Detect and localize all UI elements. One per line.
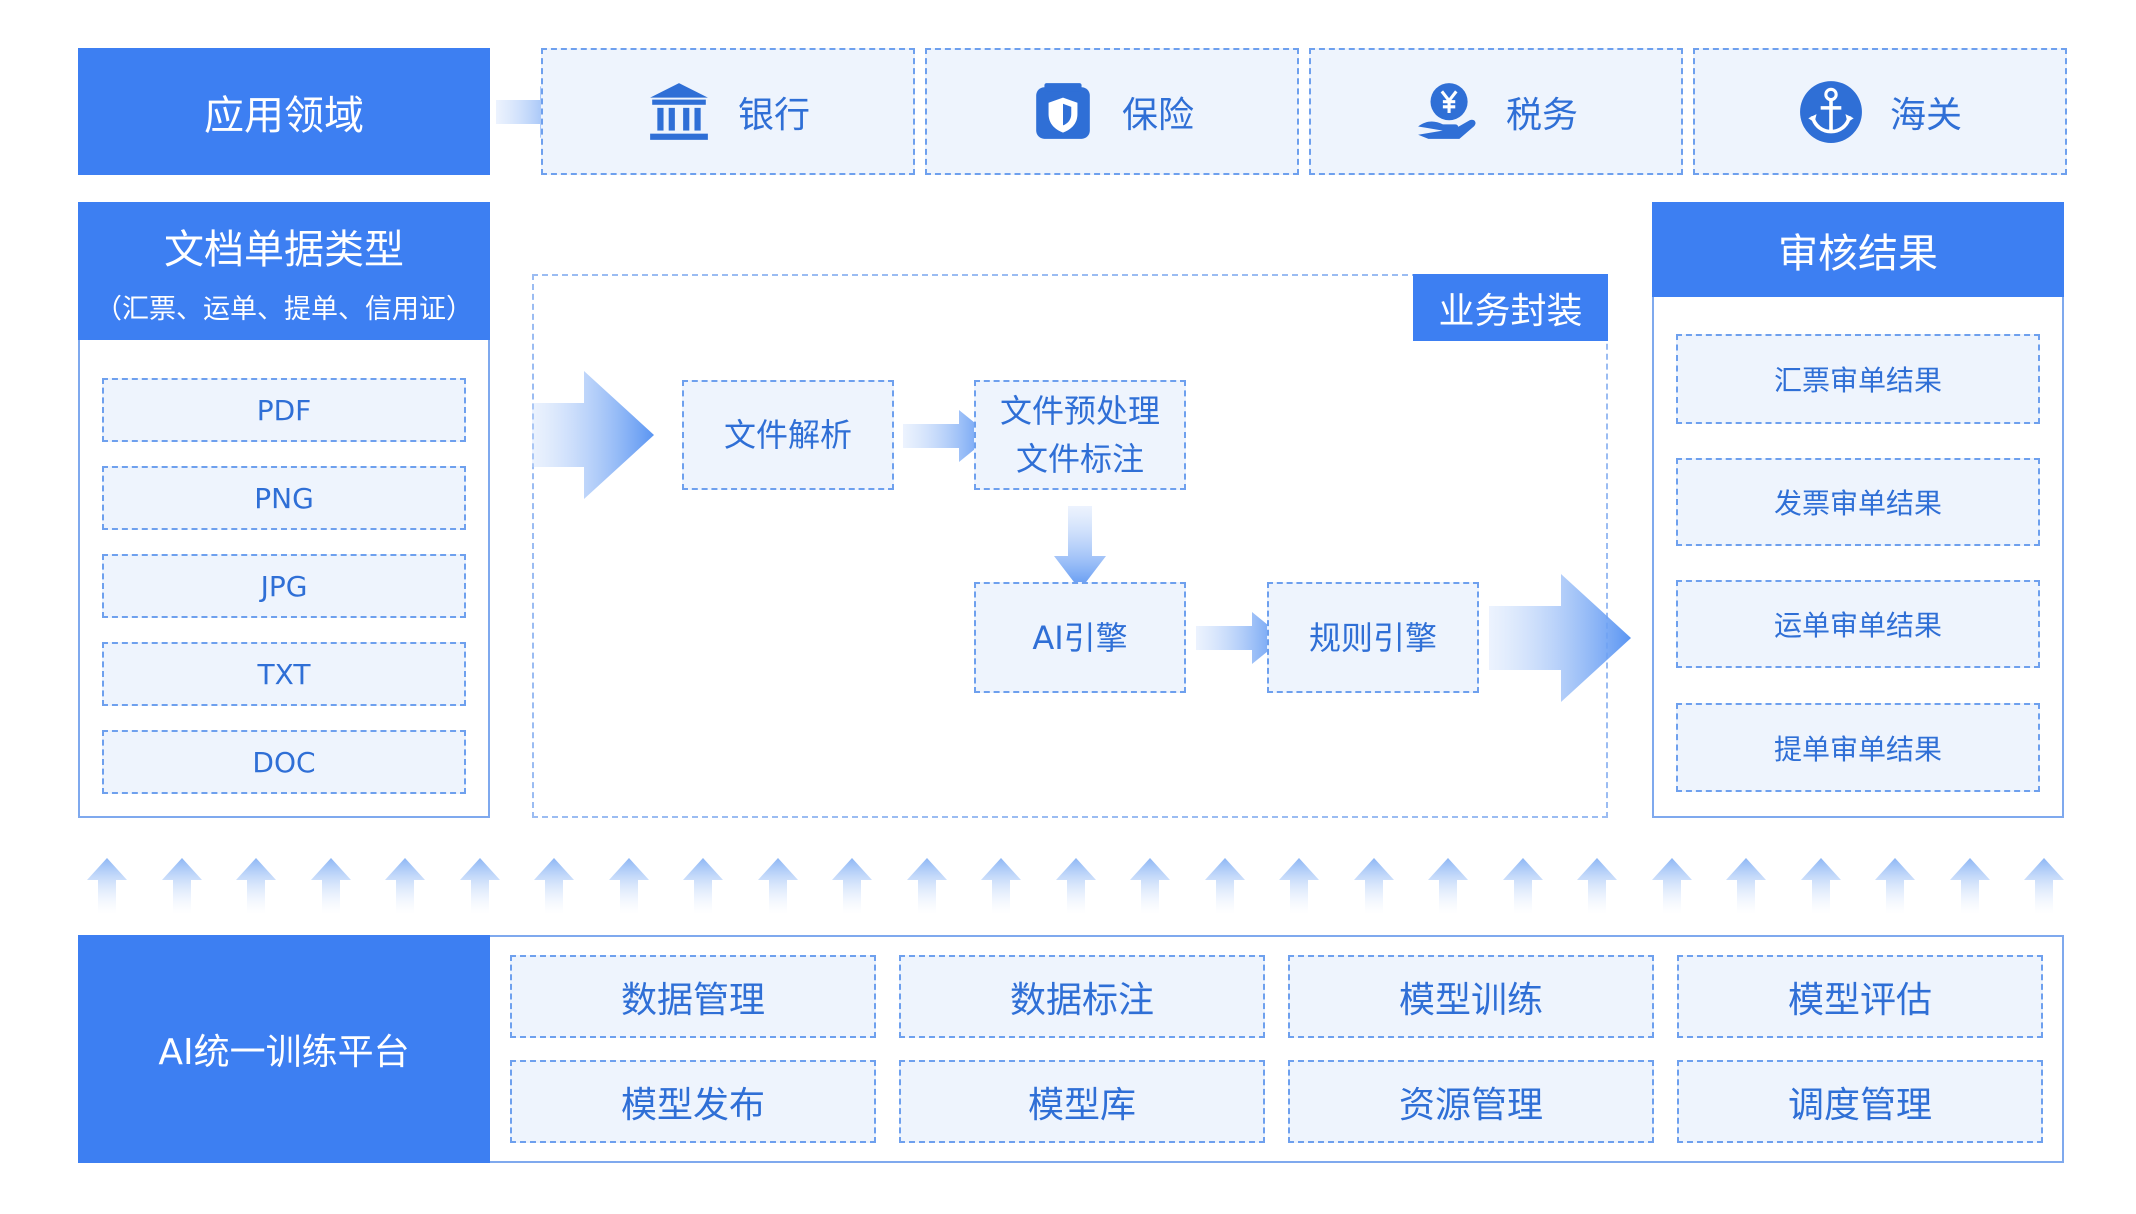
bank-icon	[650, 82, 708, 140]
file-preprocess-node: 文件预处理 文件标注	[974, 380, 1186, 490]
platform-module: 资源管理	[1288, 1060, 1654, 1143]
platform-module: 模型评估	[1677, 955, 2043, 1038]
ai-engine-label: AI引擎	[1032, 618, 1128, 657]
file-parse-node: 文件解析	[682, 380, 894, 490]
audit-results-header: 审核结果	[1652, 202, 2064, 297]
document-types-title: 文档单据类型	[164, 226, 404, 273]
up-arrow	[310, 858, 351, 914]
audit-result-label: 汇票审单结果	[1773, 364, 1942, 397]
preprocess-to-ai-arrow	[1054, 506, 1106, 590]
application-domain-header: 应用领域	[78, 48, 490, 175]
platform-module-label: 模型评估	[1787, 979, 1932, 1021]
audit-result-item: 发票审单结果	[1676, 458, 2040, 546]
customs-anchor-icon	[1800, 80, 1862, 143]
business-packaging-title: 业务封装	[1438, 290, 1583, 332]
format-label: PNG	[254, 481, 314, 515]
business-packaging-frame	[532, 274, 1608, 818]
up-arrow	[1353, 858, 1394, 914]
up-arrow	[1800, 858, 1841, 914]
audit-result-label: 发票审单结果	[1773, 487, 1942, 520]
document-types-subtitle: （汇票、运单、提单、信用证）	[95, 293, 473, 325]
format-item: JPG	[102, 554, 466, 618]
audit-result-item: 提单审单结果	[1676, 703, 2040, 792]
up-arrow	[832, 858, 872, 914]
platform-module-label: 模型训练	[1398, 979, 1543, 1021]
audit-results-title: 审核结果	[1778, 230, 1938, 277]
up-arrow	[1651, 858, 1692, 914]
format-item: PNG	[102, 466, 466, 530]
business-packaging-tag: 业务封装	[1413, 274, 1608, 341]
domain-item-tax: 税务	[1309, 48, 1683, 175]
domain-label-bank: 银行	[737, 94, 810, 136]
up-arrow	[236, 858, 276, 914]
up-arrow	[534, 858, 574, 914]
file-preprocess-label: 文件预处理	[999, 392, 1160, 430]
document-types-header: 文档单据类型 （汇票、运单、提单、信用证）	[78, 202, 490, 340]
up-arrow	[683, 858, 723, 914]
up-arrow	[1726, 858, 1766, 914]
up-arrow	[385, 858, 425, 914]
up-arrow	[1130, 858, 1170, 914]
up-arrow	[906, 858, 947, 914]
up-arrow	[1279, 858, 1319, 914]
format-label: TXT	[257, 657, 311, 691]
platform-module-label: 数据标注	[1009, 979, 1154, 1021]
up-arrow	[1428, 858, 1468, 914]
audit-result-label: 运单审单结果	[1773, 609, 1942, 642]
training-platform-header: AI统一训练平台	[78, 935, 490, 1163]
platform-module: 数据标注	[899, 955, 1265, 1038]
audit-result-item: 汇票审单结果	[1676, 334, 2040, 424]
tax-yuan-hand-icon	[1418, 82, 1476, 139]
up-arrow	[981, 858, 1021, 914]
application-domain-title: 应用领域	[204, 92, 364, 139]
up-arrow	[608, 858, 649, 914]
up-arrow	[87, 858, 127, 914]
domain-item-bank: 银行	[541, 48, 915, 175]
audit-result-label: 提单审单结果	[1773, 732, 1942, 766]
ai-engine-node: AI引擎	[974, 582, 1186, 693]
platform-module: 调度管理	[1677, 1060, 2043, 1143]
training-platform-title: AI统一训练平台	[158, 1032, 410, 1073]
parse-to-preprocess-arrow	[903, 410, 991, 462]
domain-label-customs: 海关	[1889, 94, 1962, 136]
platform-module-label: 资源管理	[1398, 1084, 1543, 1126]
file-annotate-label: 文件标注	[1015, 440, 1144, 478]
format-label: JPG	[260, 569, 308, 603]
file-parse-label: 文件解析	[723, 416, 852, 454]
ai-to-rule-arrow	[1196, 612, 1284, 664]
domain-label-tax: 税务	[1505, 94, 1578, 136]
format-item: PDF	[102, 378, 466, 442]
rule-engine-node: 规则引擎	[1267, 582, 1479, 693]
up-arrow	[459, 858, 500, 914]
up-arrow	[1577, 858, 1617, 914]
platform-module-label: 调度管理	[1787, 1084, 1932, 1126]
platform-module: 模型训练	[1288, 955, 1654, 1038]
up-arrow	[1055, 858, 1096, 914]
platform-module: 模型库	[899, 1060, 1265, 1143]
format-item: DOC	[102, 730, 466, 794]
input-arrow	[532, 371, 654, 499]
platform-module-label: 模型库	[1027, 1084, 1136, 1126]
domain-item-customs: 海关	[1693, 48, 2067, 175]
domain-label-insurance: 保险	[1121, 94, 1194, 136]
audit-result-item: 运单审单结果	[1676, 580, 2040, 668]
up-arrow	[1875, 858, 1915, 914]
output-arrow	[1489, 574, 1631, 702]
platform-module-label: 模型发布	[620, 1084, 765, 1126]
rule-engine-label: 规则引擎	[1308, 618, 1437, 657]
up-arrow	[2024, 858, 2064, 914]
platform-module: 模型发布	[510, 1060, 876, 1143]
format-label: DOC	[252, 745, 316, 779]
format-label: PDF	[256, 393, 312, 427]
domain-item-insurance: 保险	[925, 48, 1299, 175]
up-arrow	[1949, 858, 1990, 914]
up-arrow	[161, 858, 202, 914]
insurance-shield-icon	[1036, 82, 1090, 139]
platform-module-label: 数据管理	[620, 979, 765, 1021]
format-item: TXT	[102, 642, 466, 706]
platform-module: 数据管理	[510, 955, 876, 1038]
up-arrow	[757, 858, 798, 914]
up-arrow	[1204, 858, 1245, 914]
up-arrow	[1502, 858, 1543, 914]
